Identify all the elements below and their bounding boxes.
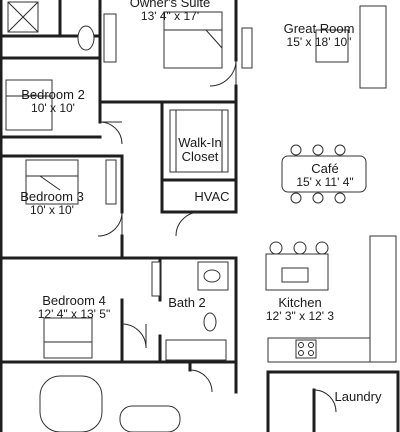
label-bedroom-3: Bedroom 3 10' x 10'	[12, 189, 92, 218]
label-great-room: Great Room 15' x 18' 10"	[272, 21, 366, 50]
label-cafe: Café 15' x 11' 4"	[280, 161, 370, 190]
room-name-line-2: Closet	[181, 149, 219, 165]
room-name: Walk-In	[178, 135, 222, 150]
room-name: Café	[311, 161, 339, 176]
room-dimensions: 12' 3" x 12' 3	[265, 309, 335, 324]
closets	[7, 1, 253, 297]
room-name: Bedroom 4	[42, 293, 106, 308]
label-owners-suite: Owner's Suite 13' 4" x 17'	[120, 0, 220, 23]
label-walk-in-closet: Walk-In Closet	[170, 135, 230, 165]
label-bedroom-4: Bedroom 4 12' 4" x 13' 5"	[28, 293, 120, 322]
room-name: Great Room	[283, 21, 355, 36]
label-hvac: HVAC	[190, 189, 234, 204]
furniture	[5, 5, 397, 432]
room-dimensions: 15' x 11' 4"	[296, 175, 354, 190]
room-name: Bedroom 2	[21, 87, 85, 102]
room-name: HVAC	[194, 189, 230, 204]
room-name: Owner's Suite	[129, 0, 211, 10]
room-name: Kitchen	[278, 295, 322, 310]
label-bedroom-2: Bedroom 2 10' x 10'	[16, 87, 90, 116]
room-name: Bedroom 3	[20, 189, 84, 204]
room-dimensions: 13' 4" x 17'	[140, 9, 200, 24]
room-name: Bath 2	[168, 295, 206, 310]
room-dimensions: 10' x 10'	[31, 101, 75, 116]
label-bath-2: Bath 2	[162, 295, 212, 310]
label-laundry: Laundry	[330, 389, 386, 404]
room-dimensions: 10' x 10'	[30, 203, 74, 218]
room-dimensions: 12' 4" x 13' 5"	[37, 307, 111, 322]
label-kitchen: Kitchen 12' 3" x 12' 3	[258, 295, 342, 324]
room-name: Laundry	[334, 389, 382, 404]
doors	[97, 59, 337, 413]
room-dimensions: 15' x 18' 10"	[286, 35, 352, 50]
